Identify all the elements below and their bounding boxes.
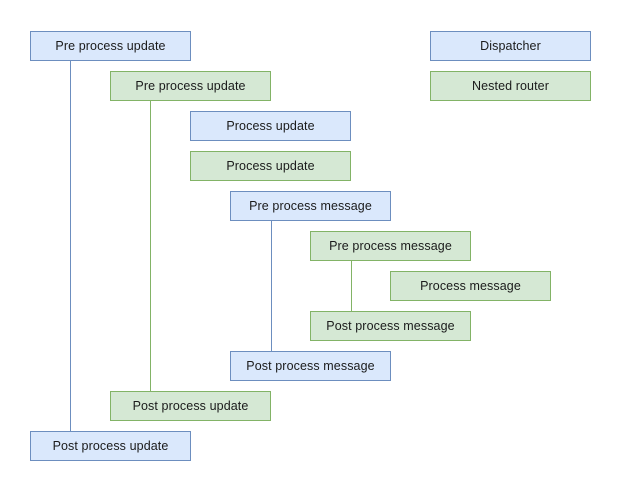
edge-pre-update-router-to-post-update-router	[150, 101, 151, 391]
node-post-process-message-router[interactable]: Post process message	[310, 311, 471, 341]
node-post-process-message-dispatcher[interactable]: Post process message	[230, 351, 391, 381]
edge-pre-update-dispatcher-to-post-update-dispatcher	[70, 61, 71, 431]
edge-pre-message-router-to-post-message-router	[351, 261, 352, 311]
legend-item-dispatcher: Dispatcher	[430, 31, 591, 61]
node-post-process-update-dispatcher[interactable]: Post process update	[30, 431, 191, 461]
node-process-update-router[interactable]: Process update	[190, 151, 351, 181]
node-pre-process-update-dispatcher[interactable]: Pre process update	[30, 31, 191, 61]
node-pre-process-message-dispatcher[interactable]: Pre process message	[230, 191, 391, 221]
legend-item-nested-router: Nested router	[430, 71, 591, 101]
node-post-process-update-router[interactable]: Post process update	[110, 391, 271, 421]
node-process-message-router[interactable]: Process message	[390, 271, 551, 301]
node-pre-process-update-router[interactable]: Pre process update	[110, 71, 271, 101]
node-pre-process-message-router[interactable]: Pre process message	[310, 231, 471, 261]
node-process-update-dispatcher[interactable]: Process update	[190, 111, 351, 141]
edge-pre-message-dispatcher-to-post-message-dispatcher	[271, 221, 272, 351]
